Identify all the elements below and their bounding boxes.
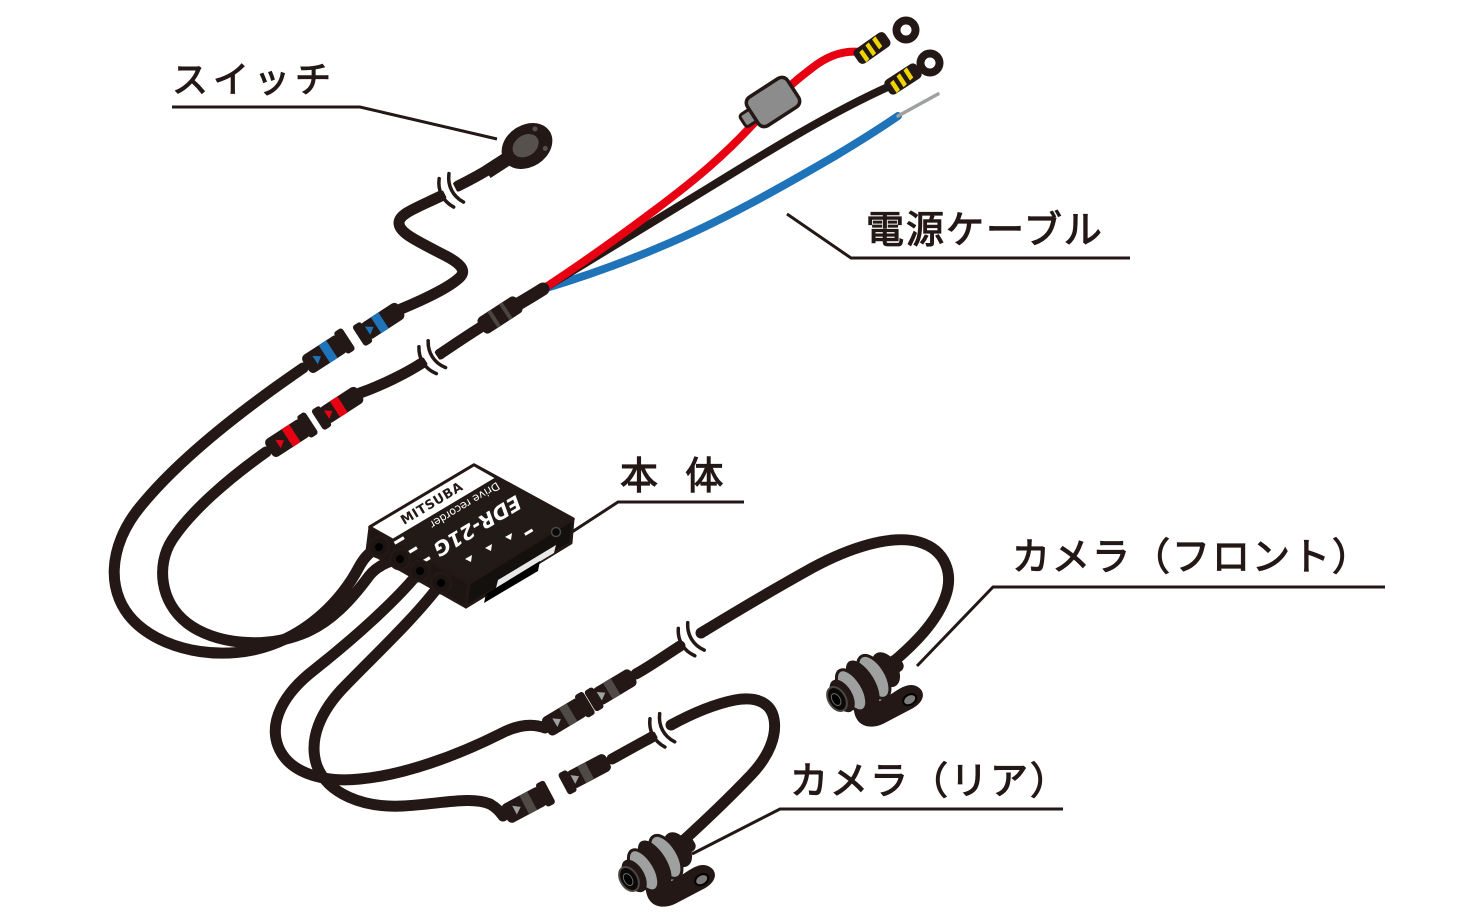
brand-band [368, 463, 499, 542]
connector-pair-camera-rear [501, 754, 611, 823]
ring-terminal-red [853, 16, 920, 64]
connector-pair-camera-front [541, 669, 637, 736]
ring-terminal-black [884, 49, 944, 95]
fuse-holder [738, 75, 802, 129]
bare-wire-tip-blue [896, 92, 940, 118]
cable-break-marks [417, 171, 706, 749]
power-cable-wires [539, 16, 944, 293]
camera-rear-cable [308, 577, 509, 822]
label-switch: スイッチ [172, 60, 336, 101]
label-camera-front: カメラ（フロント） [1012, 535, 1372, 579]
camera-rear-cable-2 [606, 731, 658, 765]
camera-front [826, 652, 923, 727]
leader-main-unit [571, 500, 744, 534]
camera-front-cable-3 [695, 534, 954, 668]
camera-rear [618, 832, 715, 907]
leader-power-cable [786, 212, 1130, 260]
connector-pair-switch [302, 302, 405, 373]
leader-camera-rear [691, 807, 1063, 856]
mount-hole [550, 526, 562, 538]
switch-button [482, 123, 553, 179]
power-wire-blue [539, 112, 902, 293]
power-wire-black [539, 82, 894, 293]
main-unit: MITSUBA EDR-21G Drive recorder [365, 463, 575, 609]
label-power-cable: 電源ケーブル [866, 208, 1104, 252]
leader-camera-front [915, 585, 1385, 668]
power-wire-red [539, 47, 864, 293]
camera-front-cable [269, 565, 551, 786]
power-cable-sheath [354, 282, 550, 399]
switch-assembly [393, 123, 553, 315]
sd-slot-highlight [496, 545, 556, 588]
power-loop-cable [157, 446, 406, 649]
label-main-unit: 本 体 [620, 454, 730, 498]
connector-pair-power [265, 386, 364, 457]
camera-rear-cable-3 [665, 693, 781, 846]
camera-front-cable-2 [630, 640, 686, 680]
sd-card-slot [484, 561, 540, 603]
cable-ferrule [477, 296, 523, 334]
label-camera-rear: カメラ（リア） [790, 759, 1070, 803]
leader-switch [172, 105, 498, 141]
switch-loop-cable [108, 362, 385, 659]
cable-ports [367, 535, 453, 595]
